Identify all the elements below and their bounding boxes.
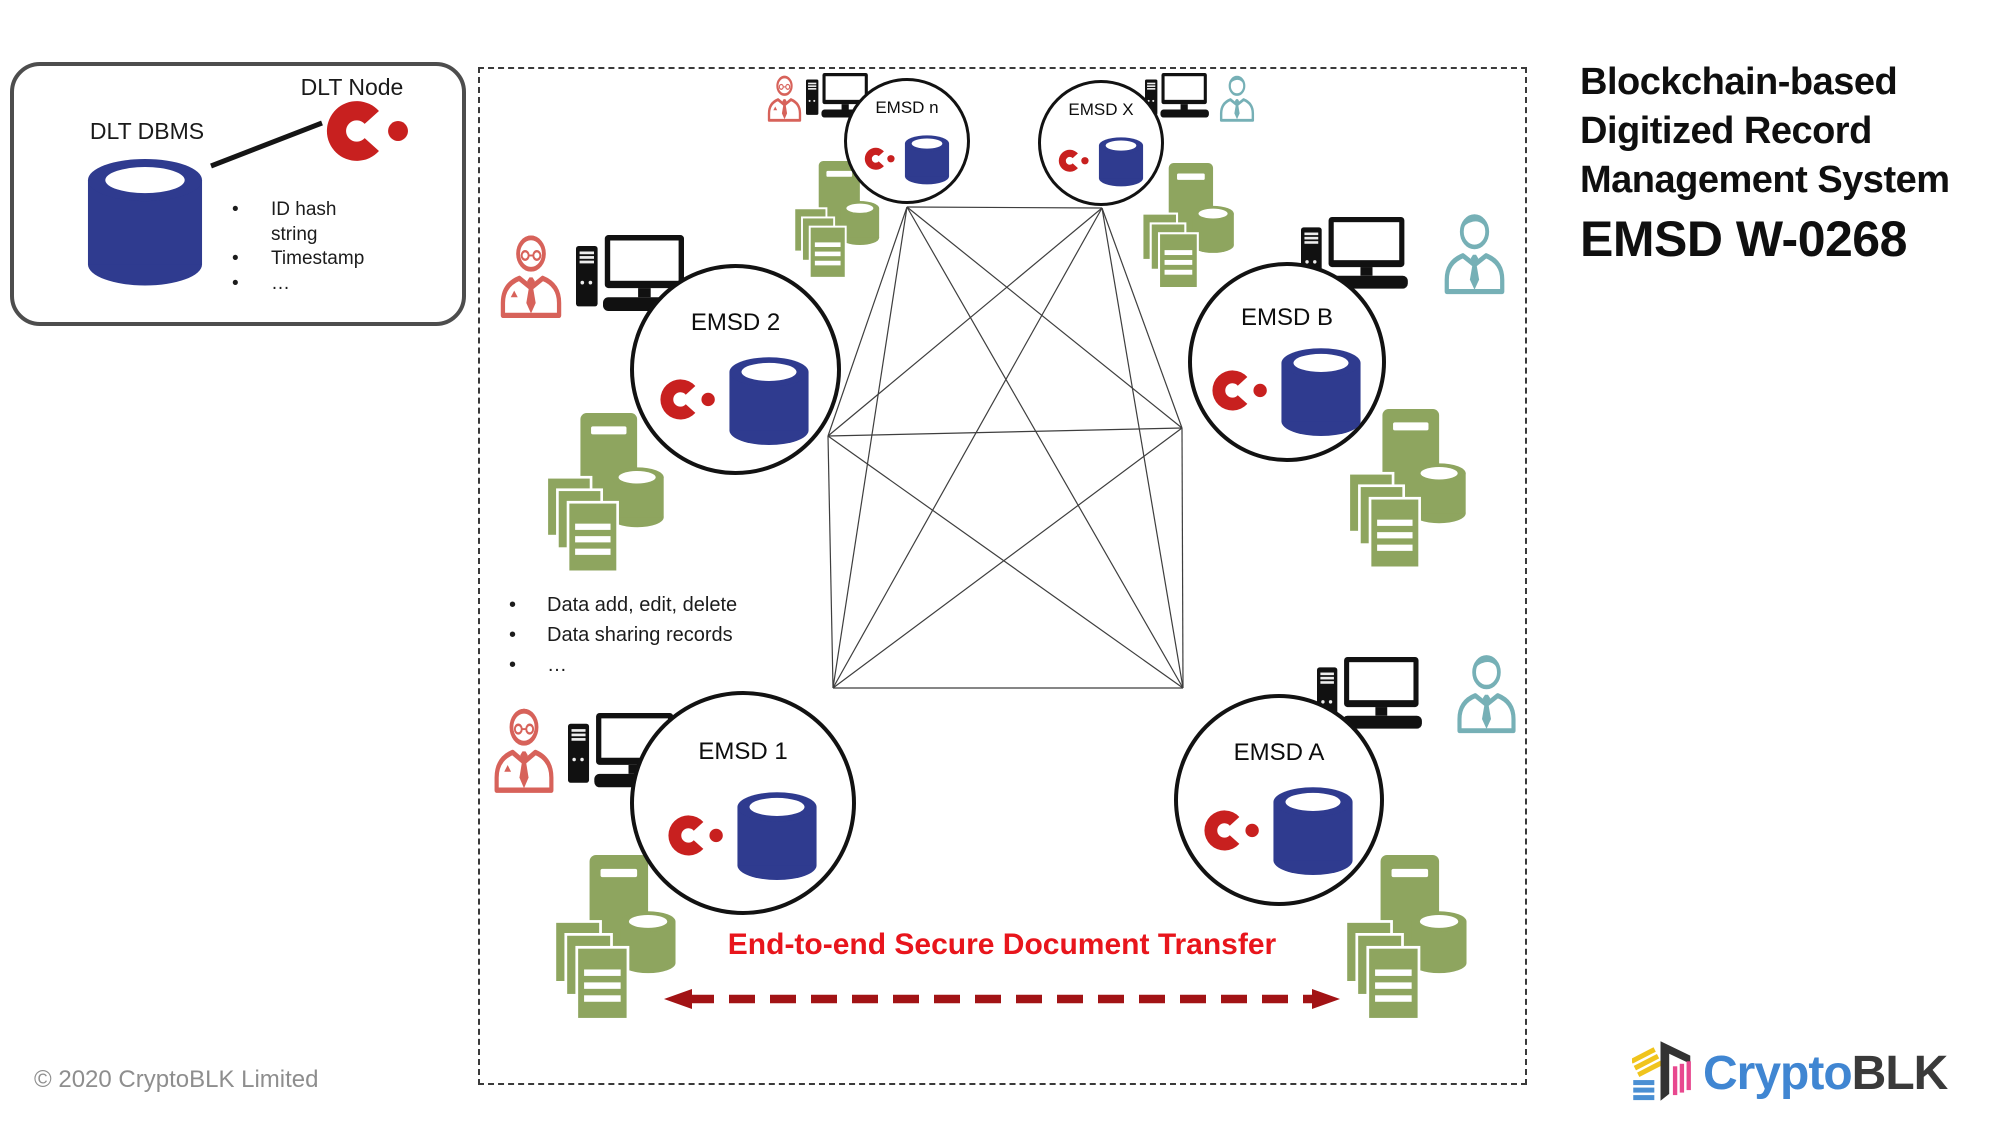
- node-emsd-b: EMSD B: [1188, 262, 1386, 462]
- dlt-dbms-icon: [1270, 783, 1356, 878]
- copyright-text: © 2020 CryptoBLK Limited: [34, 1066, 319, 1093]
- title-block: Blockchain-based Digitized Record Manage…: [1580, 58, 2000, 267]
- dlt-dbms-icon: [83, 152, 207, 290]
- node-label: EMSD A: [1233, 738, 1325, 766]
- dlt-node-icon: [1058, 149, 1092, 173]
- cryptoblk-logo-icon: [1632, 1040, 1694, 1112]
- logo-text-blk: BLK: [1851, 1047, 1949, 1100]
- dlt-node-icon: [1203, 809, 1265, 852]
- logo-text-crypto: Crypto: [1703, 1047, 1853, 1100]
- note-item: Data sharing records: [505, 622, 805, 648]
- dlt-node-icon: [667, 814, 729, 857]
- user-icon-red: [492, 227, 570, 322]
- cryptoblk-logo-text: CryptoBLK: [1703, 1046, 1949, 1101]
- dlt-node-icon: [1211, 369, 1273, 412]
- node-emsd-2: EMSD 2: [630, 264, 841, 475]
- notes-bullet-list: Data add, edit, delete Data sharing reco…: [505, 592, 805, 682]
- note-item: Data add, edit, delete: [505, 592, 805, 618]
- user-icon-red: [486, 700, 562, 797]
- user-icon-red: [763, 71, 806, 124]
- title-line: Management System: [1580, 159, 1950, 201]
- dlt-dbms-icon: [734, 788, 820, 883]
- node-emsd-n: EMSD n: [844, 78, 970, 204]
- user-icon-teal: [1436, 206, 1513, 298]
- user-icon-teal: [1215, 71, 1259, 124]
- dlt-dbms-icon: [1097, 135, 1145, 188]
- legend-bullet: …: [224, 272, 386, 297]
- dlt-node-icon: [324, 99, 418, 163]
- title-code: EMSD W-0268: [1580, 211, 1907, 267]
- dlt-node-icon: [864, 147, 898, 171]
- transfer-label: End-to-end Secure Document Transfer: [727, 928, 1277, 961]
- note-item: …: [505, 652, 805, 678]
- legend-node-label: DLT Node: [300, 74, 404, 100]
- legend-bullet: Timestamp: [224, 247, 386, 272]
- dlt-dbms-icon: [726, 353, 812, 448]
- node-label: EMSD B: [1240, 304, 1333, 332]
- title-line: Blockchain-based: [1580, 61, 1898, 103]
- node-label: EMSD n: [875, 97, 939, 117]
- dlt-dbms-icon: [903, 133, 951, 186]
- user-icon-teal: [1449, 647, 1524, 737]
- transfer-arrow: [664, 989, 1340, 1009]
- legend-connector-line: [210, 120, 323, 169]
- dlt-node-icon: [659, 378, 721, 421]
- legend-bullet-list: ID hash string Timestamp …: [224, 198, 386, 296]
- node-label: EMSD X: [1068, 99, 1134, 119]
- dlt-dbms-icon: [1278, 344, 1364, 439]
- legend-dbms-label: DLT DBMS: [89, 118, 205, 144]
- legend-bullet: ID hash string: [224, 198, 386, 247]
- node-emsd-x: EMSD X: [1038, 80, 1164, 206]
- node-label: EMSD 1: [698, 738, 788, 766]
- node-emsd-1: EMSD 1: [630, 691, 856, 915]
- node-label: EMSD 2: [690, 308, 781, 336]
- legend-box: DLT DBMS DLT Node ID hash string Timesta…: [10, 62, 466, 326]
- title-line: Digitized Record: [1580, 110, 1872, 152]
- node-emsd-a: EMSD A: [1174, 694, 1384, 906]
- diagram-boundary: [478, 67, 1527, 1085]
